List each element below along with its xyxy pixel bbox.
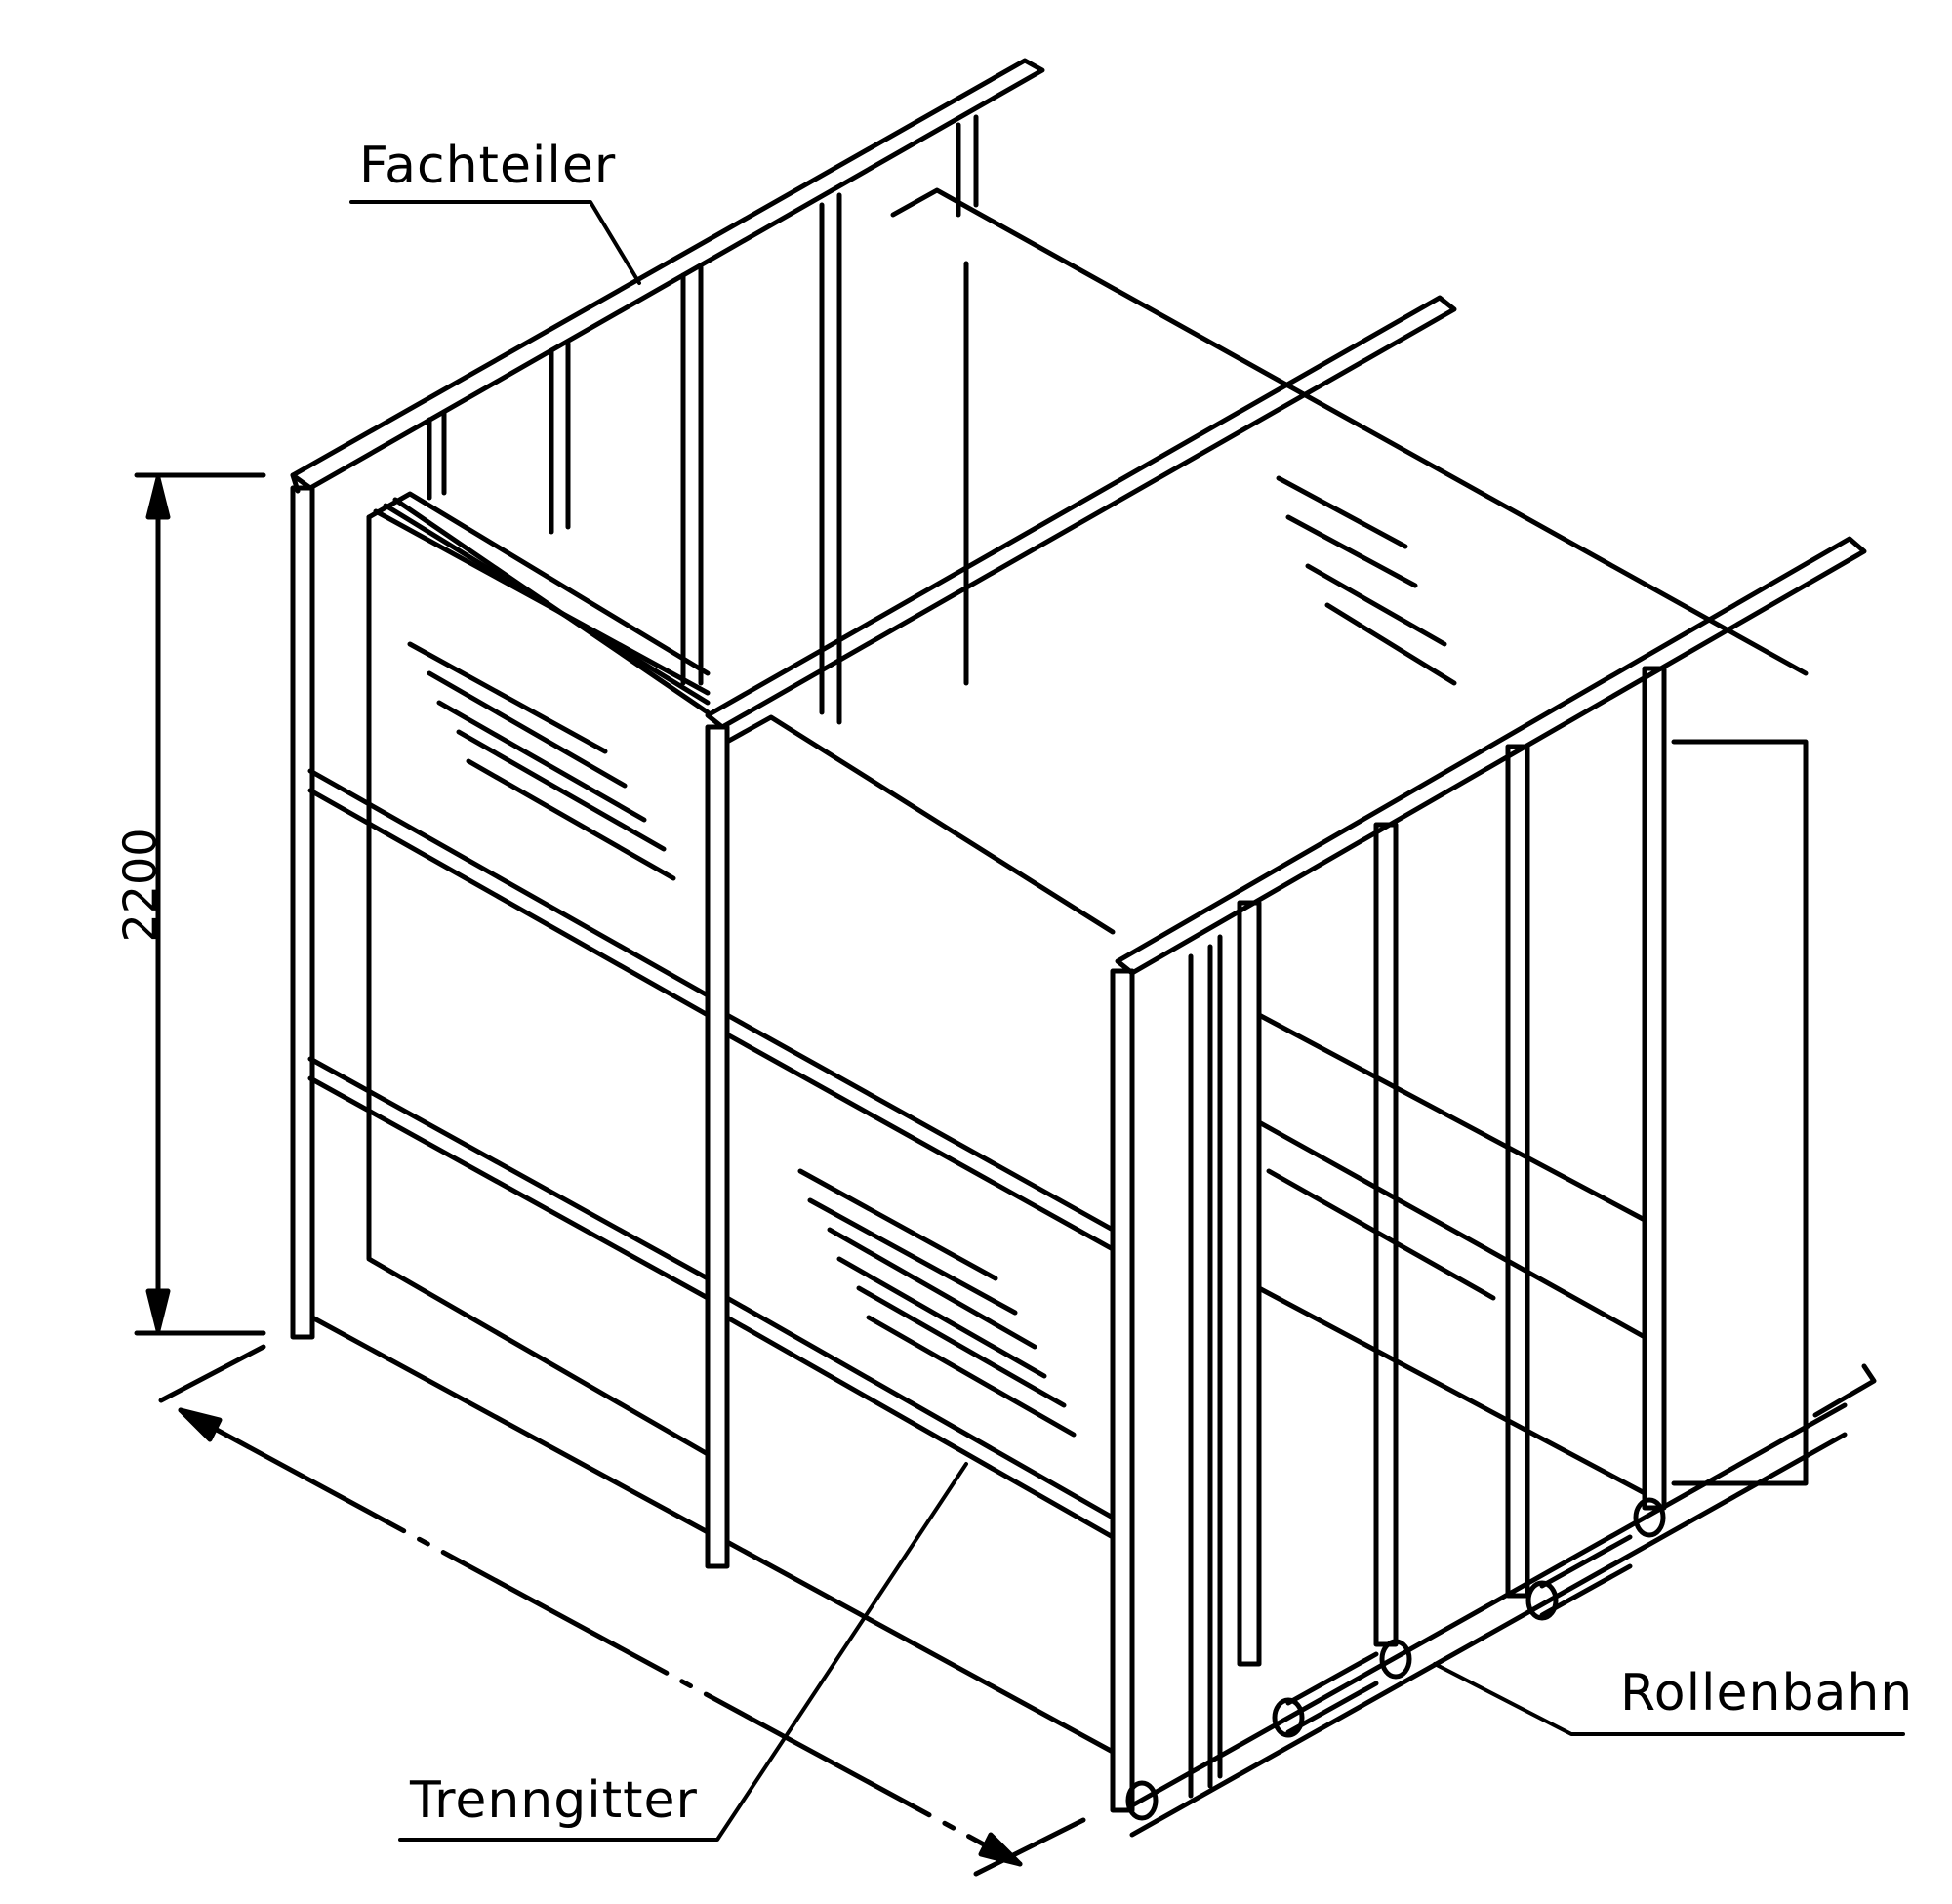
- label-fachteiler: Fachteiler: [359, 137, 617, 195]
- left-bay-bars: [307, 768, 711, 1535]
- left-frame: [290, 114, 979, 1569]
- height-dimension-value: 2200: [113, 828, 167, 943]
- left-panel: [366, 491, 711, 1457]
- label-rollenbahn: Rollenbahn: [1620, 1664, 1914, 1722]
- height-dimension: [134, 472, 266, 1336]
- leader-lines: [349, 200, 1905, 1842]
- middle-panel: [724, 714, 1116, 1755]
- depth-dimension: [158, 1344, 1086, 1877]
- top-rails: [290, 58, 1867, 976]
- label-trenngitter: Trenngitter: [410, 1771, 698, 1830]
- roller-track: [1125, 1363, 1877, 1838]
- front-frame: [1110, 666, 1809, 1813]
- back-panel: [890, 187, 1809, 686]
